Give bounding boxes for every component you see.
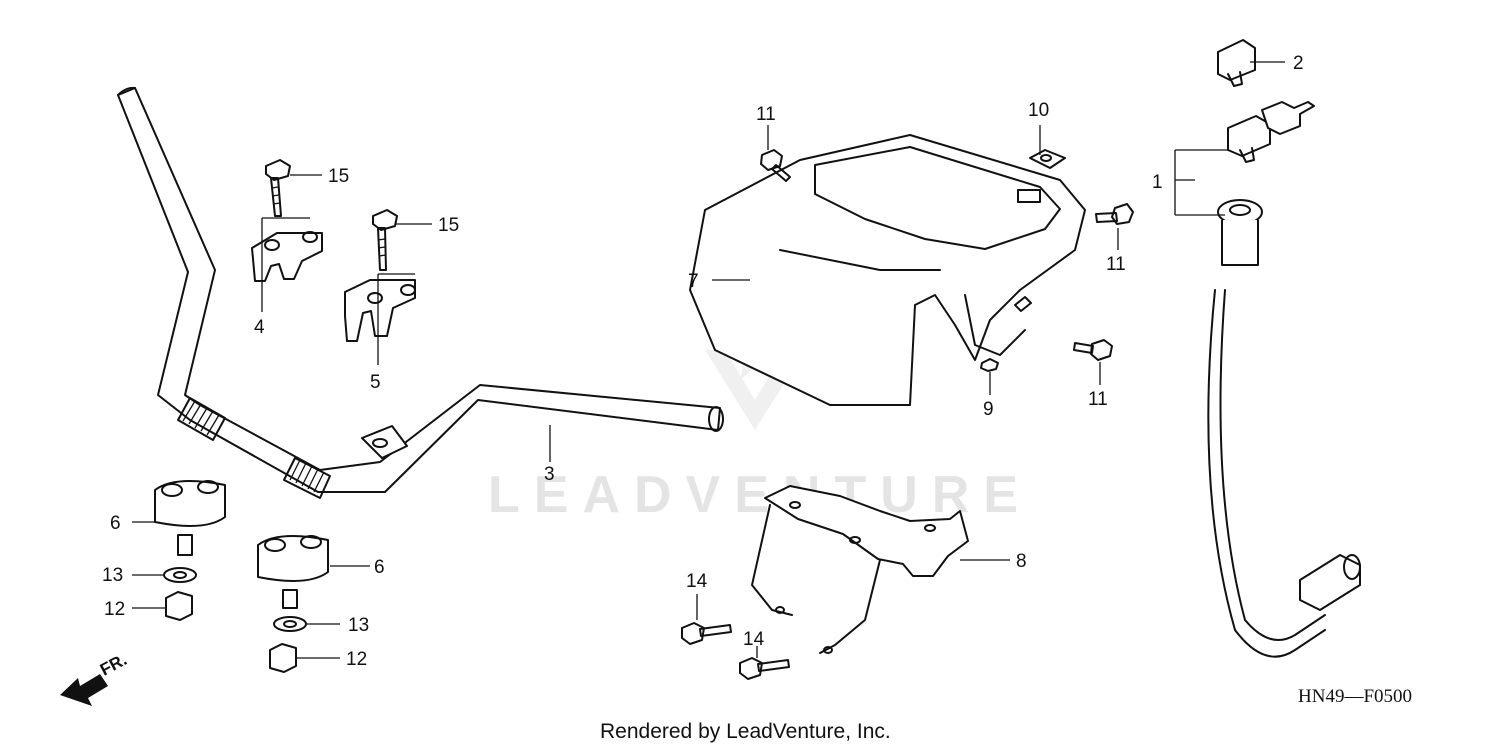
handlebar[interactable] <box>117 86 724 499</box>
bolt-14-upper[interactable] <box>681 622 732 645</box>
callout-14-lower: 14 <box>743 629 765 650</box>
screw-11-top[interactable] <box>760 149 791 182</box>
watermark-text: LEADVENTURE <box>488 466 1032 524</box>
callout-9: 9 <box>983 399 994 420</box>
callout-7: 7 <box>688 271 699 292</box>
callout-11-right: 11 <box>1106 254 1126 275</box>
callout-12-left: 12 <box>104 599 125 620</box>
key-set[interactable] <box>1227 101 1315 163</box>
bolt-15-left[interactable] <box>265 159 291 217</box>
callout-13-right: 13 <box>348 615 369 636</box>
lower-holder-6-right[interactable] <box>257 535 329 609</box>
upper-holder-5[interactable] <box>344 279 416 342</box>
callout-2: 2 <box>1293 53 1304 74</box>
callout-15-left: 15 <box>328 166 349 187</box>
direction-label: FR. <box>97 650 130 680</box>
rendered-credit: Rendered by LeadVenture, Inc. <box>600 720 891 743</box>
callout-6-left: 6 <box>110 513 121 534</box>
callout-8: 8 <box>1016 551 1027 572</box>
washer-13-right[interactable] <box>273 616 307 632</box>
bolt-15-right[interactable] <box>372 209 398 271</box>
callout-13-left: 13 <box>102 565 123 586</box>
knurled-grip-left <box>177 397 226 441</box>
upper-holder-4[interactable] <box>251 231 323 282</box>
screw-11-lower[interactable] <box>1073 339 1113 361</box>
callouts: 1 2 3 4 5 6 6 7 8 9 10 11 11 11 12 12 13… <box>102 53 1304 670</box>
key-2[interactable] <box>1217 39 1256 87</box>
nut-12-right[interactable] <box>269 643 297 673</box>
lower-holder-6-left[interactable] <box>154 480 226 556</box>
washer-13-left[interactable] <box>163 567 197 583</box>
callout-11-top: 11 <box>756 104 776 125</box>
nut-12-left[interactable] <box>165 591 193 621</box>
callout-4: 4 <box>254 317 265 338</box>
callout-6-right: 6 <box>374 557 385 578</box>
nut-9[interactable] <box>980 358 999 372</box>
screw-11-right[interactable] <box>1095 203 1134 225</box>
knurled-grip-right <box>283 457 331 499</box>
callout-3: 3 <box>544 464 555 485</box>
clip-10[interactable] <box>1029 149 1066 169</box>
callout-14-upper: 14 <box>686 571 708 592</box>
watermark: LEADVENTURE <box>488 240 1032 524</box>
cover-stay[interactable] <box>751 485 969 654</box>
bolt-14-lower[interactable] <box>739 657 790 680</box>
front-direction-arrow: FR. <box>60 650 130 706</box>
leader-lines <box>132 61 1285 659</box>
ignition-switch[interactable] <box>1207 199 1361 658</box>
handlebar-clip <box>361 425 408 459</box>
callout-11-lower: 11 <box>1088 389 1108 410</box>
front-cover[interactable] <box>689 134 1086 406</box>
callout-15-right: 15 <box>438 215 459 236</box>
callout-1: 1 <box>1152 172 1163 193</box>
callout-5: 5 <box>370 372 381 393</box>
callout-10: 10 <box>1028 100 1049 121</box>
diagram-code: HN49—F0500 <box>1298 686 1412 707</box>
callout-12-right: 12 <box>346 649 367 670</box>
